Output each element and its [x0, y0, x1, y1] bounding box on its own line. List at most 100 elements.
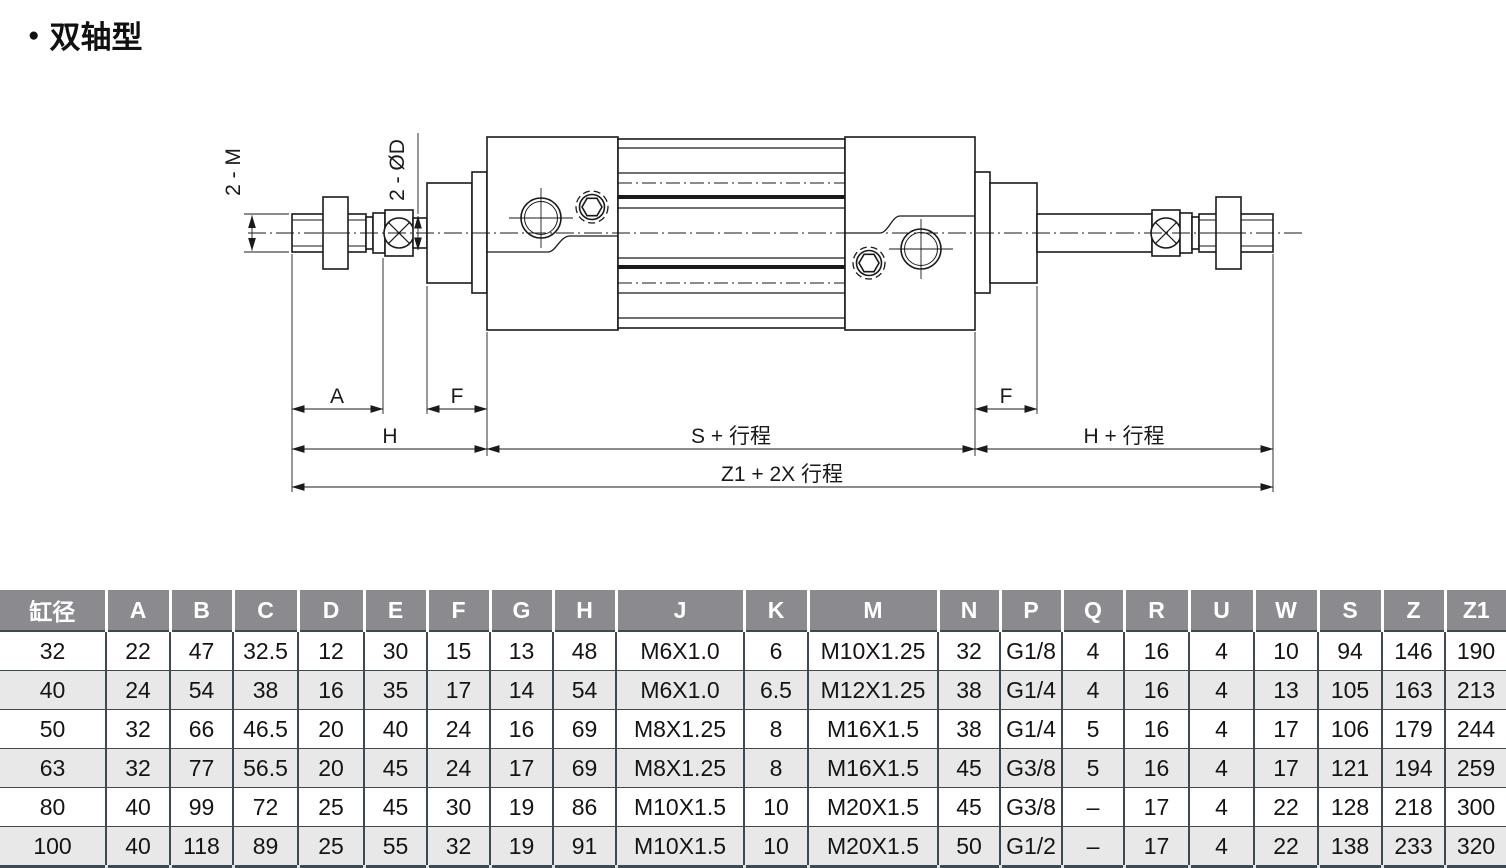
table-cell: 20 — [297, 748, 364, 788]
right-socket-screw-icon — [852, 246, 886, 280]
table-cell: 48 — [552, 630, 616, 671]
thread-callout — [244, 213, 289, 253]
next-section-cell — [742, 865, 808, 868]
table-cell: G1/8 — [999, 630, 1062, 671]
table-cell: 40 — [363, 709, 427, 749]
next-section-row — [0, 865, 1506, 868]
table-cell: 25 — [297, 826, 364, 866]
bullet-icon: ● — [28, 25, 40, 46]
table-cell: 4 — [1061, 630, 1124, 671]
table-cell: 300 — [1444, 787, 1506, 827]
table-cell: 10 — [743, 787, 808, 827]
table-cell: 4 — [1188, 709, 1254, 749]
column-header: N — [936, 590, 1000, 632]
table-cell: 50 — [937, 826, 1000, 866]
table-cell: 8 — [743, 748, 808, 788]
next-section-cell — [0, 865, 106, 868]
table-cell: 218 — [1381, 787, 1445, 827]
table-cell: 38 — [232, 670, 298, 710]
table-cell: 13 — [1253, 670, 1318, 710]
table-cell: 50 — [0, 709, 106, 749]
table-cell: 91 — [552, 826, 616, 866]
next-section-cell — [104, 865, 170, 868]
column-header: Z1 — [1443, 590, 1506, 632]
table-cell: – — [1061, 826, 1124, 866]
next-section-cell — [1122, 865, 1189, 868]
dim-z1-stroke-label: Z1 + 2X 行程 — [721, 463, 843, 486]
left-port — [509, 188, 573, 248]
table-cell: 54 — [552, 670, 616, 710]
table-cell: 17 — [426, 670, 490, 710]
next-section-cell — [1443, 865, 1506, 868]
column-header: W — [1252, 590, 1318, 632]
column-header: U — [1187, 590, 1254, 632]
column-header: R — [1122, 590, 1189, 632]
column-header: J — [614, 590, 744, 632]
table-cell: 4 — [1188, 787, 1254, 827]
column-header: P — [998, 590, 1062, 632]
table-cell: G1/4 — [999, 709, 1062, 749]
table-cell: 14 — [489, 670, 553, 710]
next-section-cell — [1060, 865, 1124, 868]
table-cell: 6 — [743, 630, 808, 671]
table-cell: M10X1.5 — [615, 826, 744, 866]
table-cell: 40 — [0, 670, 106, 710]
table-cell: 19 — [489, 787, 553, 827]
table-cell: 4 — [1061, 670, 1124, 710]
dimension-lines — [291, 405, 1274, 491]
table-cell: 32 — [105, 748, 170, 788]
table-cell: 54 — [169, 670, 233, 710]
table-cell: M10X1.25 — [807, 630, 938, 671]
dim-h-label: H — [382, 425, 397, 448]
table-cell: G1/4 — [999, 670, 1062, 710]
table-cell: 213 — [1444, 670, 1506, 710]
table-cell: 22 — [1253, 826, 1318, 866]
next-section-cell — [1187, 865, 1254, 868]
next-section-cell — [1380, 865, 1445, 868]
table-cell: M6X1.0 — [615, 630, 744, 671]
table-cell: 13 — [489, 630, 553, 671]
table-cell: 99 — [169, 787, 233, 827]
table-cell: 17 — [1253, 748, 1318, 788]
right-rod-end — [974, 171, 1274, 294]
table-cell: 40 — [105, 787, 170, 827]
table-cell: 32.5 — [232, 630, 298, 671]
next-section-cell — [231, 865, 298, 868]
table-cell: 4 — [1188, 670, 1254, 710]
table-cell: 138 — [1317, 826, 1382, 866]
table-cell: 77 — [169, 748, 233, 788]
cylinder-tube — [617, 138, 846, 329]
table-cell: 40 — [105, 826, 170, 866]
table-cell: 30 — [426, 787, 490, 827]
column-header: M — [806, 590, 938, 632]
cylinder-body — [486, 136, 976, 331]
table-cell: 16 — [1123, 670, 1189, 710]
table-cell: M20X1.5 — [807, 787, 938, 827]
dim-a-label: A — [330, 385, 344, 408]
table-cell: 94 — [1317, 630, 1382, 671]
table-cell: 105 — [1317, 670, 1382, 710]
next-section-cell — [551, 865, 616, 868]
next-section-cell — [998, 865, 1062, 868]
table-cell: – — [1061, 787, 1124, 827]
table-cell: 45 — [363, 787, 427, 827]
table-cell: M8X1.25 — [615, 709, 744, 749]
table-cell: 32 — [105, 709, 170, 749]
table-cell: M8X1.25 — [615, 748, 744, 788]
table-cell: 47 — [169, 630, 233, 671]
table-cell: 45 — [937, 787, 1000, 827]
table-cell: 121 — [1317, 748, 1382, 788]
table-cell: 45 — [937, 748, 1000, 788]
next-section-cell — [168, 865, 233, 868]
table-cell: 24 — [426, 748, 490, 788]
table-cell: 17 — [1123, 826, 1189, 866]
table-cell: M20X1.5 — [807, 826, 938, 866]
table-cell: 128 — [1317, 787, 1382, 827]
table-cell: 8 — [743, 709, 808, 749]
table-cell: 32 — [937, 630, 1000, 671]
table-cell: M12X1.25 — [807, 670, 938, 710]
